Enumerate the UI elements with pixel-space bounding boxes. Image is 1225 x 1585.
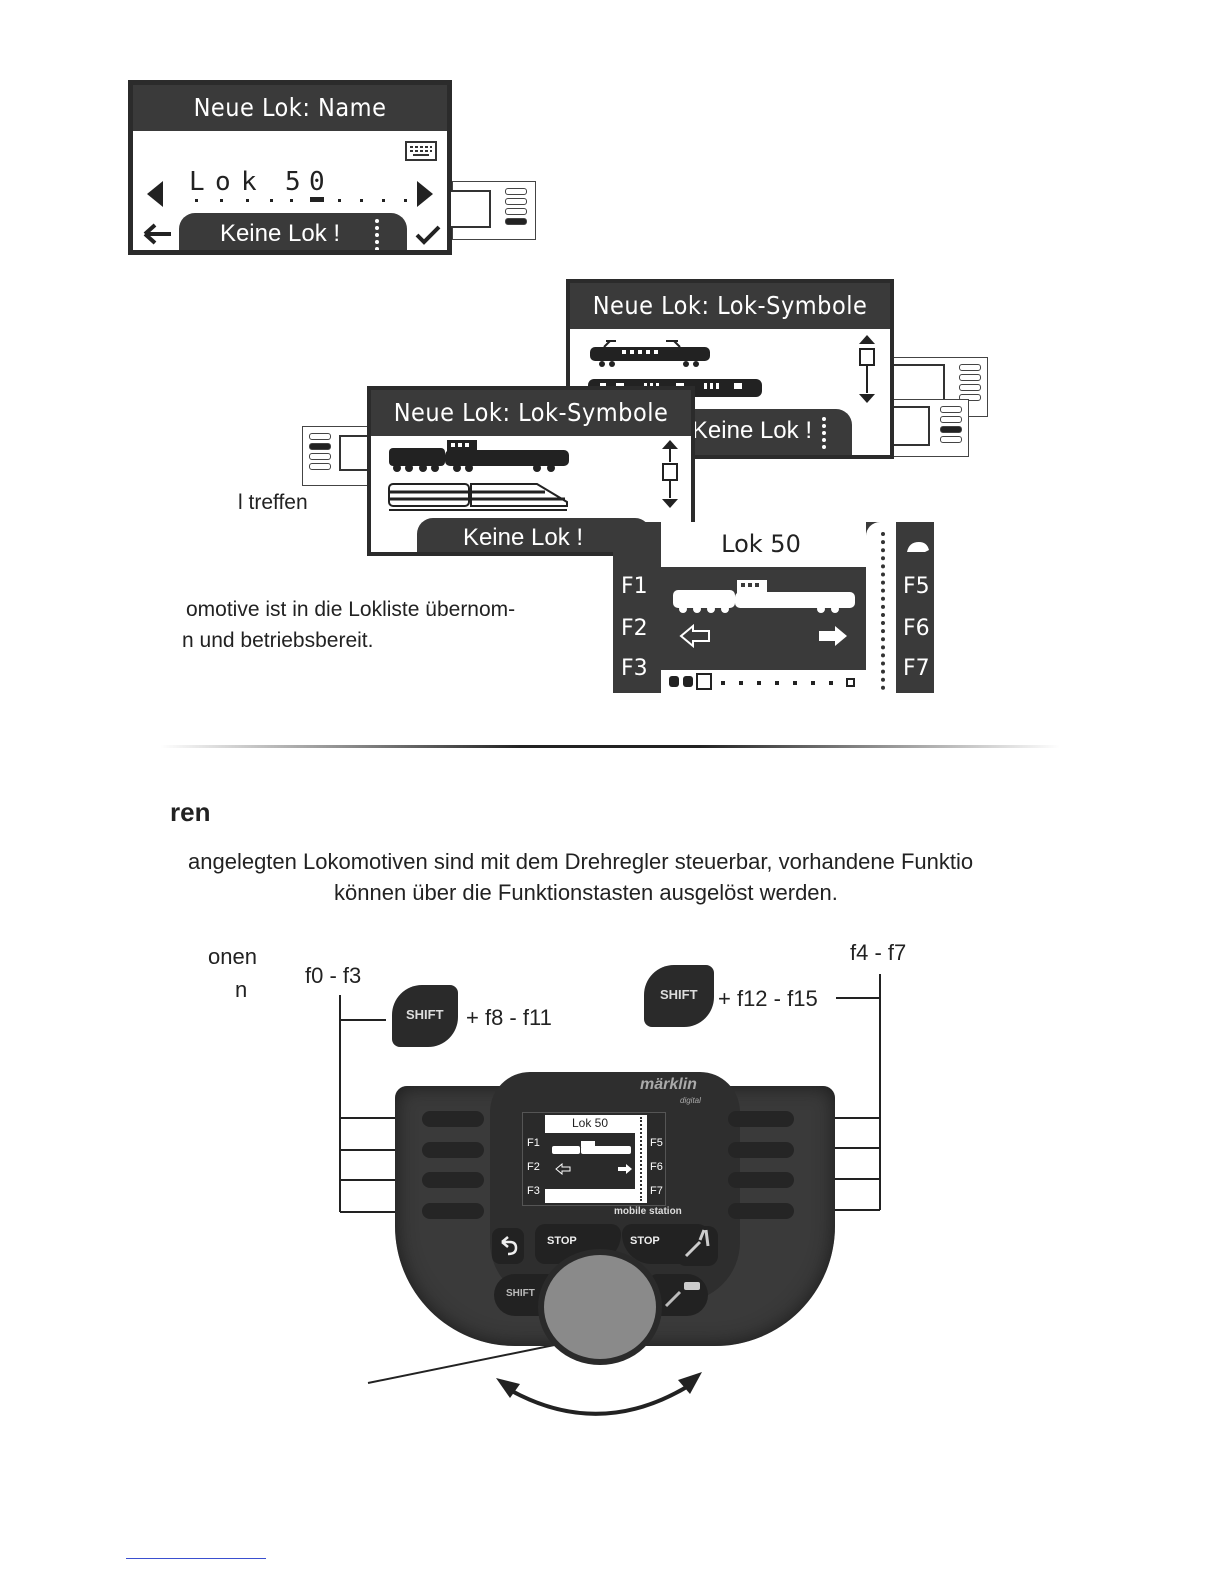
highspeed-train-icon[interactable] [387,480,571,514]
turnout-button[interactable] [676,1226,718,1266]
stop-label: STOP [547,1235,577,1247]
control-knob[interactable] [544,1255,656,1359]
no-loco-label: Keine Lok ! [219,220,341,247]
label-f4-f7: f4 - f7 [850,940,907,965]
mini-title: Lok 50 [571,1116,609,1130]
back-button[interactable] [492,1228,524,1264]
card-slot-icon [451,181,536,240]
loco-select-button[interactable] [650,1274,708,1316]
shift-key-label: SHIFT [506,1288,535,1299]
function-button-right-4[interactable] [728,1203,794,1219]
scroll-indicator-icon[interactable] [659,440,681,510]
screen-loco-symbols-front: Neue Lok: Lok-Symbole Keine Lok ! [367,386,695,556]
function-label-right[interactable]: F7 [903,656,930,681]
char: L [189,167,205,197]
scroll-indicator-icon[interactable] [856,335,878,405]
char: 0 [309,167,325,197]
char: 5 [285,167,301,197]
keyboard-icon[interactable] [405,141,437,161]
function-button-right-3[interactable] [728,1172,794,1188]
function-label-right[interactable]: F6 [903,616,930,641]
screen-loco-symbols-back: Neue Lok: Lok-Symbole Keine Lok ! [566,279,894,459]
model-label: mobile station [614,1206,682,1217]
paragraph-line: angelegten Lokomotiven sind mit dem Dreh… [188,849,974,874]
device-screen: Lok 50 F1 F2 F3 F5 F6 F7 [522,1112,666,1206]
no-loco-button[interactable]: Keine Lok ! [179,213,407,250]
screen-title: Neue Lok: Name [133,85,447,131]
screen-name-entry: Neue Lok: Name L o k 5 0 Keine Lok ! [128,80,452,255]
label-f12-f15: + f12 - f15 [718,986,818,1011]
function-button-right-2[interactable] [728,1142,794,1158]
back-icon [501,1236,518,1256]
function-label-right[interactable]: F5 [903,574,930,599]
mini-right-label: F6 [650,1161,663,1173]
card-slot-icon [302,426,377,486]
side-fragment: onen [208,944,257,969]
function-button-left-3[interactable] [422,1172,484,1188]
function-label-left[interactable]: F2 [621,616,648,641]
mini-left-label: F3 [527,1185,540,1197]
function-label-left[interactable]: F3 [621,656,648,681]
label-f0-f3: f0 - f3 [305,963,362,988]
side-fragment: n [235,977,248,1002]
mini-reverse-icon [555,1163,571,1175]
shift-label: SHIFT [406,1007,444,1022]
text-fragment: n und betriebsbereit. [182,629,374,652]
mini-loco-icon [552,1141,631,1154]
electric-loco-icon[interactable] [586,337,714,367]
section-heading: ren [170,797,211,827]
left-triangle-icon[interactable] [147,181,165,207]
function-label-left[interactable]: F1 [621,574,648,599]
menu-dots-icon [375,219,383,250]
footer-link-underline [126,1558,266,1559]
name-characters: L o k 5 0 [185,167,425,203]
shift-key-icon: SHIFT [392,985,458,1047]
function-button-left-1[interactable] [422,1111,484,1127]
mini-left-label: F1 [527,1137,540,1149]
turnout-icon [684,1229,710,1258]
brand-sub: digital [680,1096,701,1105]
function-button-left-2[interactable] [422,1142,484,1158]
loco-title: Lok 50 [721,530,801,558]
turtle-icon[interactable] [905,540,931,554]
screen-title: Neue Lok: Lok-Symbole [371,390,691,436]
no-loco-label: Keine Lok ! [691,417,812,444]
mini-right-label: F7 [650,1185,663,1197]
shift-label: SHIFT [660,987,698,1002]
char: o [215,167,231,197]
back-arrow-icon[interactable] [143,223,173,245]
label-f8-f11: + f8 - f11 [466,1005,552,1030]
paragraph-line: können über die Funktionstasten ausgelös… [334,880,838,905]
character-slots [195,197,407,202]
diesel-loco-icon[interactable] [387,438,571,474]
reverse-arrow-icon[interactable] [679,624,711,648]
text-fragment: omotive ist in die Lokliste übernom- [186,598,516,621]
function-button-right-1[interactable] [728,1111,794,1127]
mini-forward-icon [618,1164,632,1174]
shift-key-icon: SHIFT [644,965,714,1027]
section-divider [160,745,1060,748]
no-loco-label: Keine Lok ! [462,524,584,551]
mini-right-label: F5 [650,1137,663,1149]
menu-dots-icon [822,417,830,449]
text-fragment: l treffen [238,491,308,514]
loco-tool-icon [664,1282,700,1308]
mini-left-label: F2 [527,1161,540,1173]
function-button-left-4[interactable] [422,1203,484,1219]
screen-drive: Lok 50 F1 F2 F3 F5 F6 F7 [613,522,934,693]
check-icon[interactable] [415,225,441,245]
diesel-loco-icon [673,580,855,613]
screen-title: Neue Lok: Lok-Symbole [570,283,890,329]
forward-arrow-icon[interactable] [817,624,849,648]
stop-label: STOP [630,1235,660,1247]
char: k [241,167,257,197]
right-triangle-icon[interactable] [417,181,435,207]
card-slot-icon [892,399,969,457]
speed-scale [669,673,855,690]
no-loco-button[interactable]: Keine Lok ! [417,518,651,552]
brand-logo: märklin [640,1076,697,1093]
